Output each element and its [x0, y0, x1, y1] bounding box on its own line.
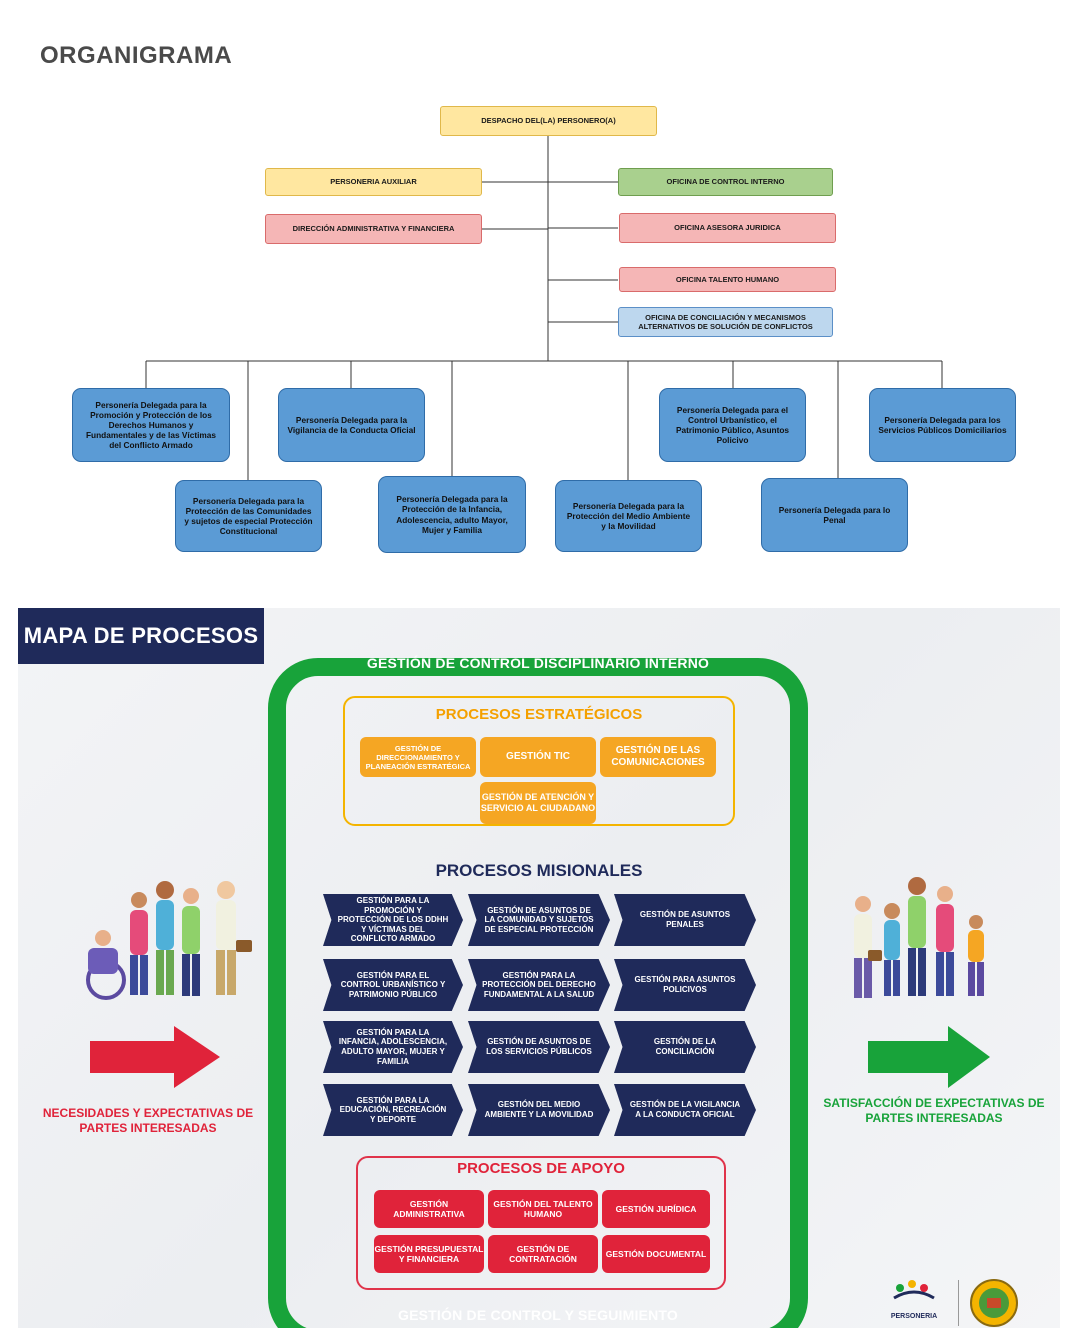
- org-connector-lines: [145, 136, 943, 480]
- proceso-urbanistico: GESTIÓN PARA EL CONTROL URBANÍSTICO Y PA…: [323, 959, 463, 1011]
- mapa-procesos-section: MAPA DE PROCESOS GESTIÓN DE CONTROL DISC…: [18, 608, 1060, 1328]
- delegada-infancia-familia-box: Personería Delegada para la Protección d…: [378, 476, 526, 553]
- proceso-presupuestal: GESTIÓN PRESUPUESTAL Y FINANCIERA: [374, 1235, 484, 1273]
- mapa-procesos-title: MAPA DE PROCESOS: [18, 608, 264, 664]
- proceso-educacion: GESTIÓN PARA LA EDUCACIÓN, RECREACIÓN Y …: [323, 1084, 463, 1136]
- frame-bottom-label: GESTIÓN DE CONTROL Y SEGUIMIENTO: [398, 1307, 678, 1323]
- apoyo-container: [356, 1156, 726, 1290]
- proceso-contratacion: GESTIÓN DE CONTRATACIÓN: [488, 1235, 598, 1273]
- people-left-illustration: [86, 881, 252, 1000]
- people-right-illustration: [854, 877, 984, 998]
- delegada-conducta-oficial-box: Personería Delegada para la Vigilancia d…: [278, 388, 425, 462]
- conciliacion-box: OFICINA DE CONCILIACIÓN Y MECANISMOS ALT…: [618, 307, 833, 337]
- personeria-auxiliar-box: PERSONERIA AUXILIAR: [265, 168, 482, 196]
- personeria-logo-icon: [893, 1280, 935, 1300]
- estrategicos-title: PROCESOS ESTRATÉGICOS: [435, 706, 643, 723]
- proceso-ddhh: GESTIÓN PARA LA PROMOCIÓN Y PROTECCIÓN D…: [323, 894, 463, 946]
- proceso-comunidad: GESTIÓN DE ASUNTOS DE LA COMUNIDAD Y SUJ…: [468, 894, 610, 946]
- proceso-atencion-ciudadano: GESTIÓN DE ATENCIÓN Y SERVICIO AL CIUDAD…: [480, 782, 596, 824]
- misionales-title: PROCESOS MISIONALES: [435, 861, 643, 880]
- municipal-seal-icon: [970, 1279, 1018, 1327]
- proceso-infancia: GESTIÓN PARA LA INFANCIA, ADOLESCENCIA, …: [323, 1021, 463, 1073]
- proceso-servicios-publicos: GESTIÓN DE ASUNTOS DE LOS SERVICIOS PÚBL…: [468, 1021, 610, 1073]
- proceso-policivos: GESTIÓN PARA ASUNTOS POLICIVOS: [614, 959, 756, 1011]
- personeria-logo-text: PERSONERIA: [890, 1313, 938, 1320]
- delegada-control-urbanistico-box: Personería Delegada para el Control Urba…: [659, 388, 806, 462]
- proceso-talento-humano: GESTIÓN DEL TALENTO HUMANO: [488, 1190, 598, 1228]
- proceso-juridica: GESTIÓN JURÍDICA: [602, 1190, 710, 1228]
- organigrama-title: ORGANIGRAMA: [40, 42, 233, 69]
- apoyo-title: PROCESOS DE APOYO: [457, 1160, 625, 1177]
- logo-divider: [958, 1280, 959, 1326]
- organigrama-section: ORGANIGRAMA DESPACHO DEL(LA) PERSON: [10, 14, 1081, 567]
- proceso-direccionamiento: GESTIÓN DE DIRECCIONAMIENTO Y PLANEACIÓN…: [360, 737, 476, 777]
- proceso-tic: GESTIÓN TIC: [480, 737, 596, 777]
- necesidades-label: NECESIDADES Y EXPECTATIVAS DE PARTES INT…: [42, 1106, 254, 1135]
- talento-humano-box: OFICINA TALENTO HUMANO: [619, 267, 836, 292]
- proceso-salud: GESTIÓN PARA LA PROTECCIÓN DEL DERECHO F…: [468, 959, 610, 1011]
- proceso-medio-ambiente: GESTIÓN DEL MEDIO AMBIENTE Y LA MOVILIDA…: [468, 1084, 610, 1136]
- estrategicos-container: [343, 696, 735, 826]
- frame-top-label: GESTIÓN DE CONTROL DISCIPLINARIO INTERNO: [366, 655, 710, 671]
- direccion-administrativa-box: DIRECCIÓN ADMINISTRATIVA Y FINANCIERA: [265, 214, 482, 244]
- proceso-documental: GESTIÓN DOCUMENTAL: [602, 1235, 710, 1273]
- control-frame: [268, 658, 808, 1328]
- proceso-conciliacion: GESTIÓN DE LA CONCILIACIÓN: [614, 1021, 756, 1073]
- despacho-personero-box: DESPACHO DEL(LA) PERSONERO(A): [440, 106, 657, 136]
- right-green-arrow-icon: [868, 1026, 990, 1088]
- proceso-penales: GESTIÓN DE ASUNTOS PENALES: [614, 894, 756, 946]
- asesora-juridica-box: OFICINA ASESORA JURIDICA: [619, 213, 836, 243]
- satisfaccion-label: SATISFACCIÓN DE EXPECTATIVAS DE PARTES I…: [823, 1096, 1045, 1125]
- delegada-penal-box: Personería Delegada para lo Penal: [761, 478, 908, 552]
- delegada-servicios-publicos-box: Personería Delegada para los Servicios P…: [869, 388, 1016, 462]
- delegada-ddhh-box: Personería Delegada para la Promoción y …: [72, 388, 230, 462]
- proceso-vigilancia-conducta: GESTIÓN DE LA VIGILANCIA A LA CONDUCTA O…: [614, 1084, 756, 1136]
- proceso-administrativa: GESTIÓN ADMINISTRATIVA: [374, 1190, 484, 1228]
- delegada-medio-ambiente-box: Personería Delegada para la Protección d…: [555, 480, 702, 552]
- control-interno-box: OFICINA DE CONTROL INTERNO: [618, 168, 833, 196]
- proceso-comunicaciones: GESTIÓN DE LAS COMUNICACIONES: [600, 737, 716, 777]
- left-red-arrow-icon: [90, 1026, 220, 1088]
- delegada-comunidades-box: Personería Delegada para la Protección d…: [175, 480, 322, 552]
